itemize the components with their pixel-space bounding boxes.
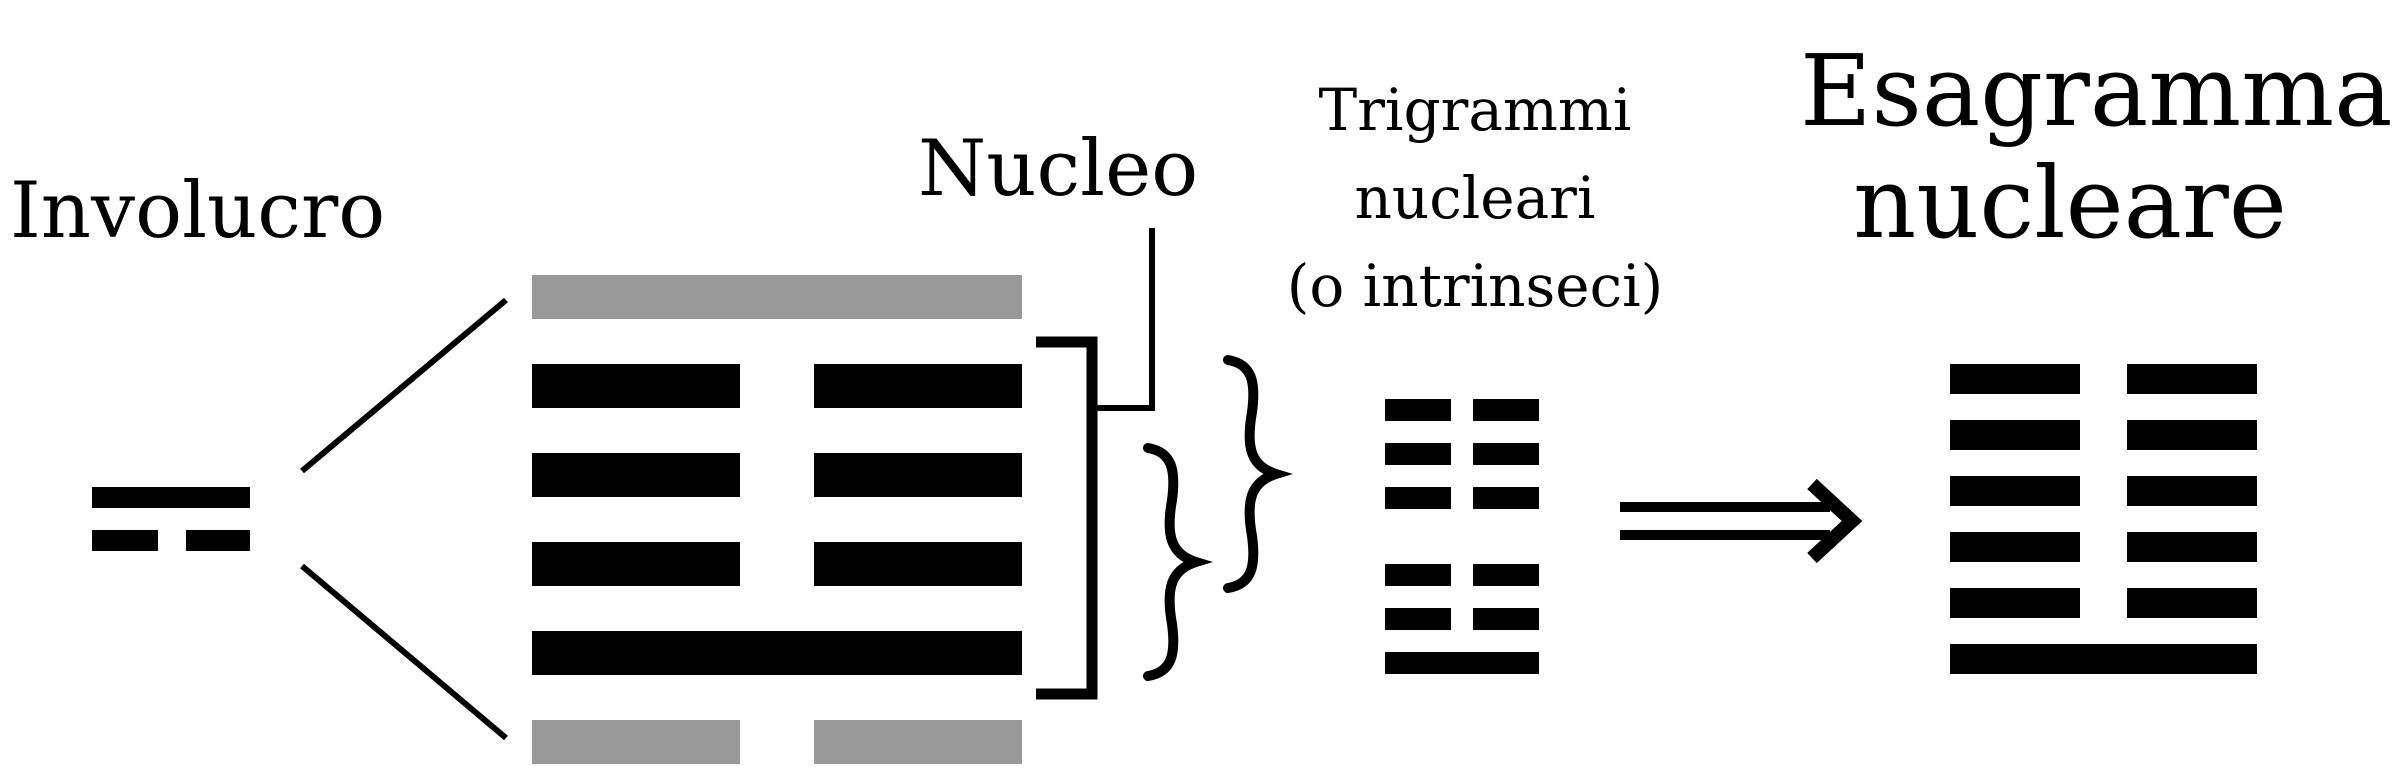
nuclear-line-2-left [1950,420,2080,450]
hexagram-line-2-right [814,453,1022,497]
nuclear-line-5-left [1950,588,2080,618]
arrow-head [1807,478,1863,564]
nuclear-line-3-right [2127,476,2257,506]
upper-trigram-line-1-left [1385,399,1451,421]
hexagram-line-3-left [532,542,740,586]
nuclear-line-5-right [2127,588,2257,618]
upper-trigram-line-3-left [1385,487,1451,509]
nuclear-line-4-left [1950,532,2080,562]
curly-brace-icon [1143,355,1293,681]
main-hexagram [532,275,1022,764]
curly-brace-lower [1143,443,1213,681]
lower-trigram-line-2-right [1473,608,1539,630]
nuclear-line-3-left [1950,476,2080,506]
nucleo-bracket [1036,228,1155,700]
double-arrow-right-icon [1620,478,1863,564]
label-esagramma-line-2: nucleare [1853,147,2287,261]
curly-brace-upper [1223,355,1293,593]
label-involucro: Involucro [10,166,386,256]
outer-line-bottom-right [814,720,1022,764]
connector-line-lower [300,563,508,741]
upper-trigram-line-3-right [1473,487,1539,509]
upper-trigram-line-2-right [1473,443,1539,465]
label-trigrammi-line-1: Trigrammi [1318,76,1632,144]
nuclear-hexagram [1950,364,2257,674]
hexagram-line-2-left [532,453,740,497]
label-trigrammi-line-2: nucleari [1354,164,1596,232]
lower-trigram-line-1-left [1385,564,1451,586]
nuclear-line-2-right [2127,420,2257,450]
digram-solid-line [92,487,250,508]
digram-broken-line-left [92,530,158,551]
hexagram-line-1-right [814,364,1022,408]
label-trigrammi-line-3: (o intrinseci) [1286,252,1664,320]
outer-line-top [532,275,1022,319]
square-bracket [1036,336,1098,700]
hexagram-line-3-right [814,542,1022,586]
digram-icon [92,487,250,551]
nuclear-line-4-right [2127,532,2257,562]
hexagram-line-1-left [532,364,740,408]
nuclear-trigrams [1385,399,1539,674]
nuclear-line-1-left [1950,364,2080,394]
nuclear-line-6-solid [1950,644,2257,674]
digram-broken-line-right [186,530,250,551]
label-esagramma-line-1: Esagramma [1800,35,2393,149]
nucleo-pointer-line [1092,228,1155,411]
outer-line-bottom-left [532,720,740,764]
hexagram-line-4-solid [532,631,1022,675]
label-esagramma-nucleare: Esagramma nucleare [1800,35,2393,261]
upper-trigram-line-2-left [1385,443,1451,465]
label-trigrammi-nucleari: Trigrammi nucleari (o intrinseci) [1255,66,1695,330]
label-nucleo: Nucleo [918,124,1199,214]
connector-line-upper [300,297,508,474]
lower-trigram-line-3-solid [1385,652,1539,674]
upper-trigram-line-1-right [1473,399,1539,421]
nuclear-line-1-right [2127,364,2257,394]
lower-trigram-line-2-left [1385,608,1451,630]
lower-trigram-line-1-right [1473,564,1539,586]
